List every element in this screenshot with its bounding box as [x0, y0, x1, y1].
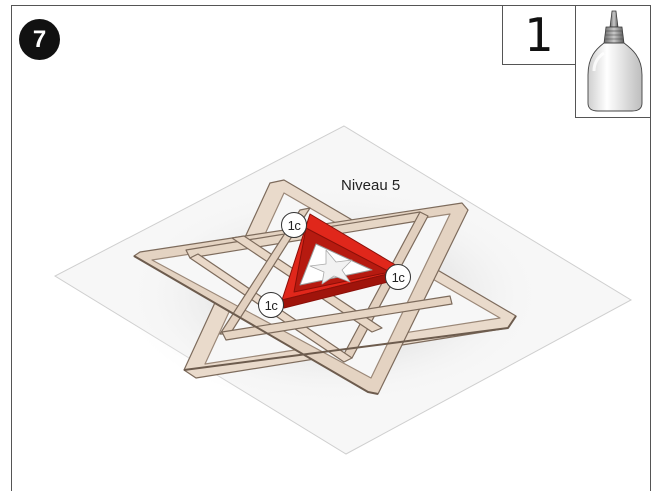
callout-part: 1c — [281, 212, 307, 238]
callout-part: 1c — [385, 264, 411, 290]
level-label: Niveau 5 — [341, 177, 400, 194]
callout-part: 1c — [258, 292, 284, 318]
